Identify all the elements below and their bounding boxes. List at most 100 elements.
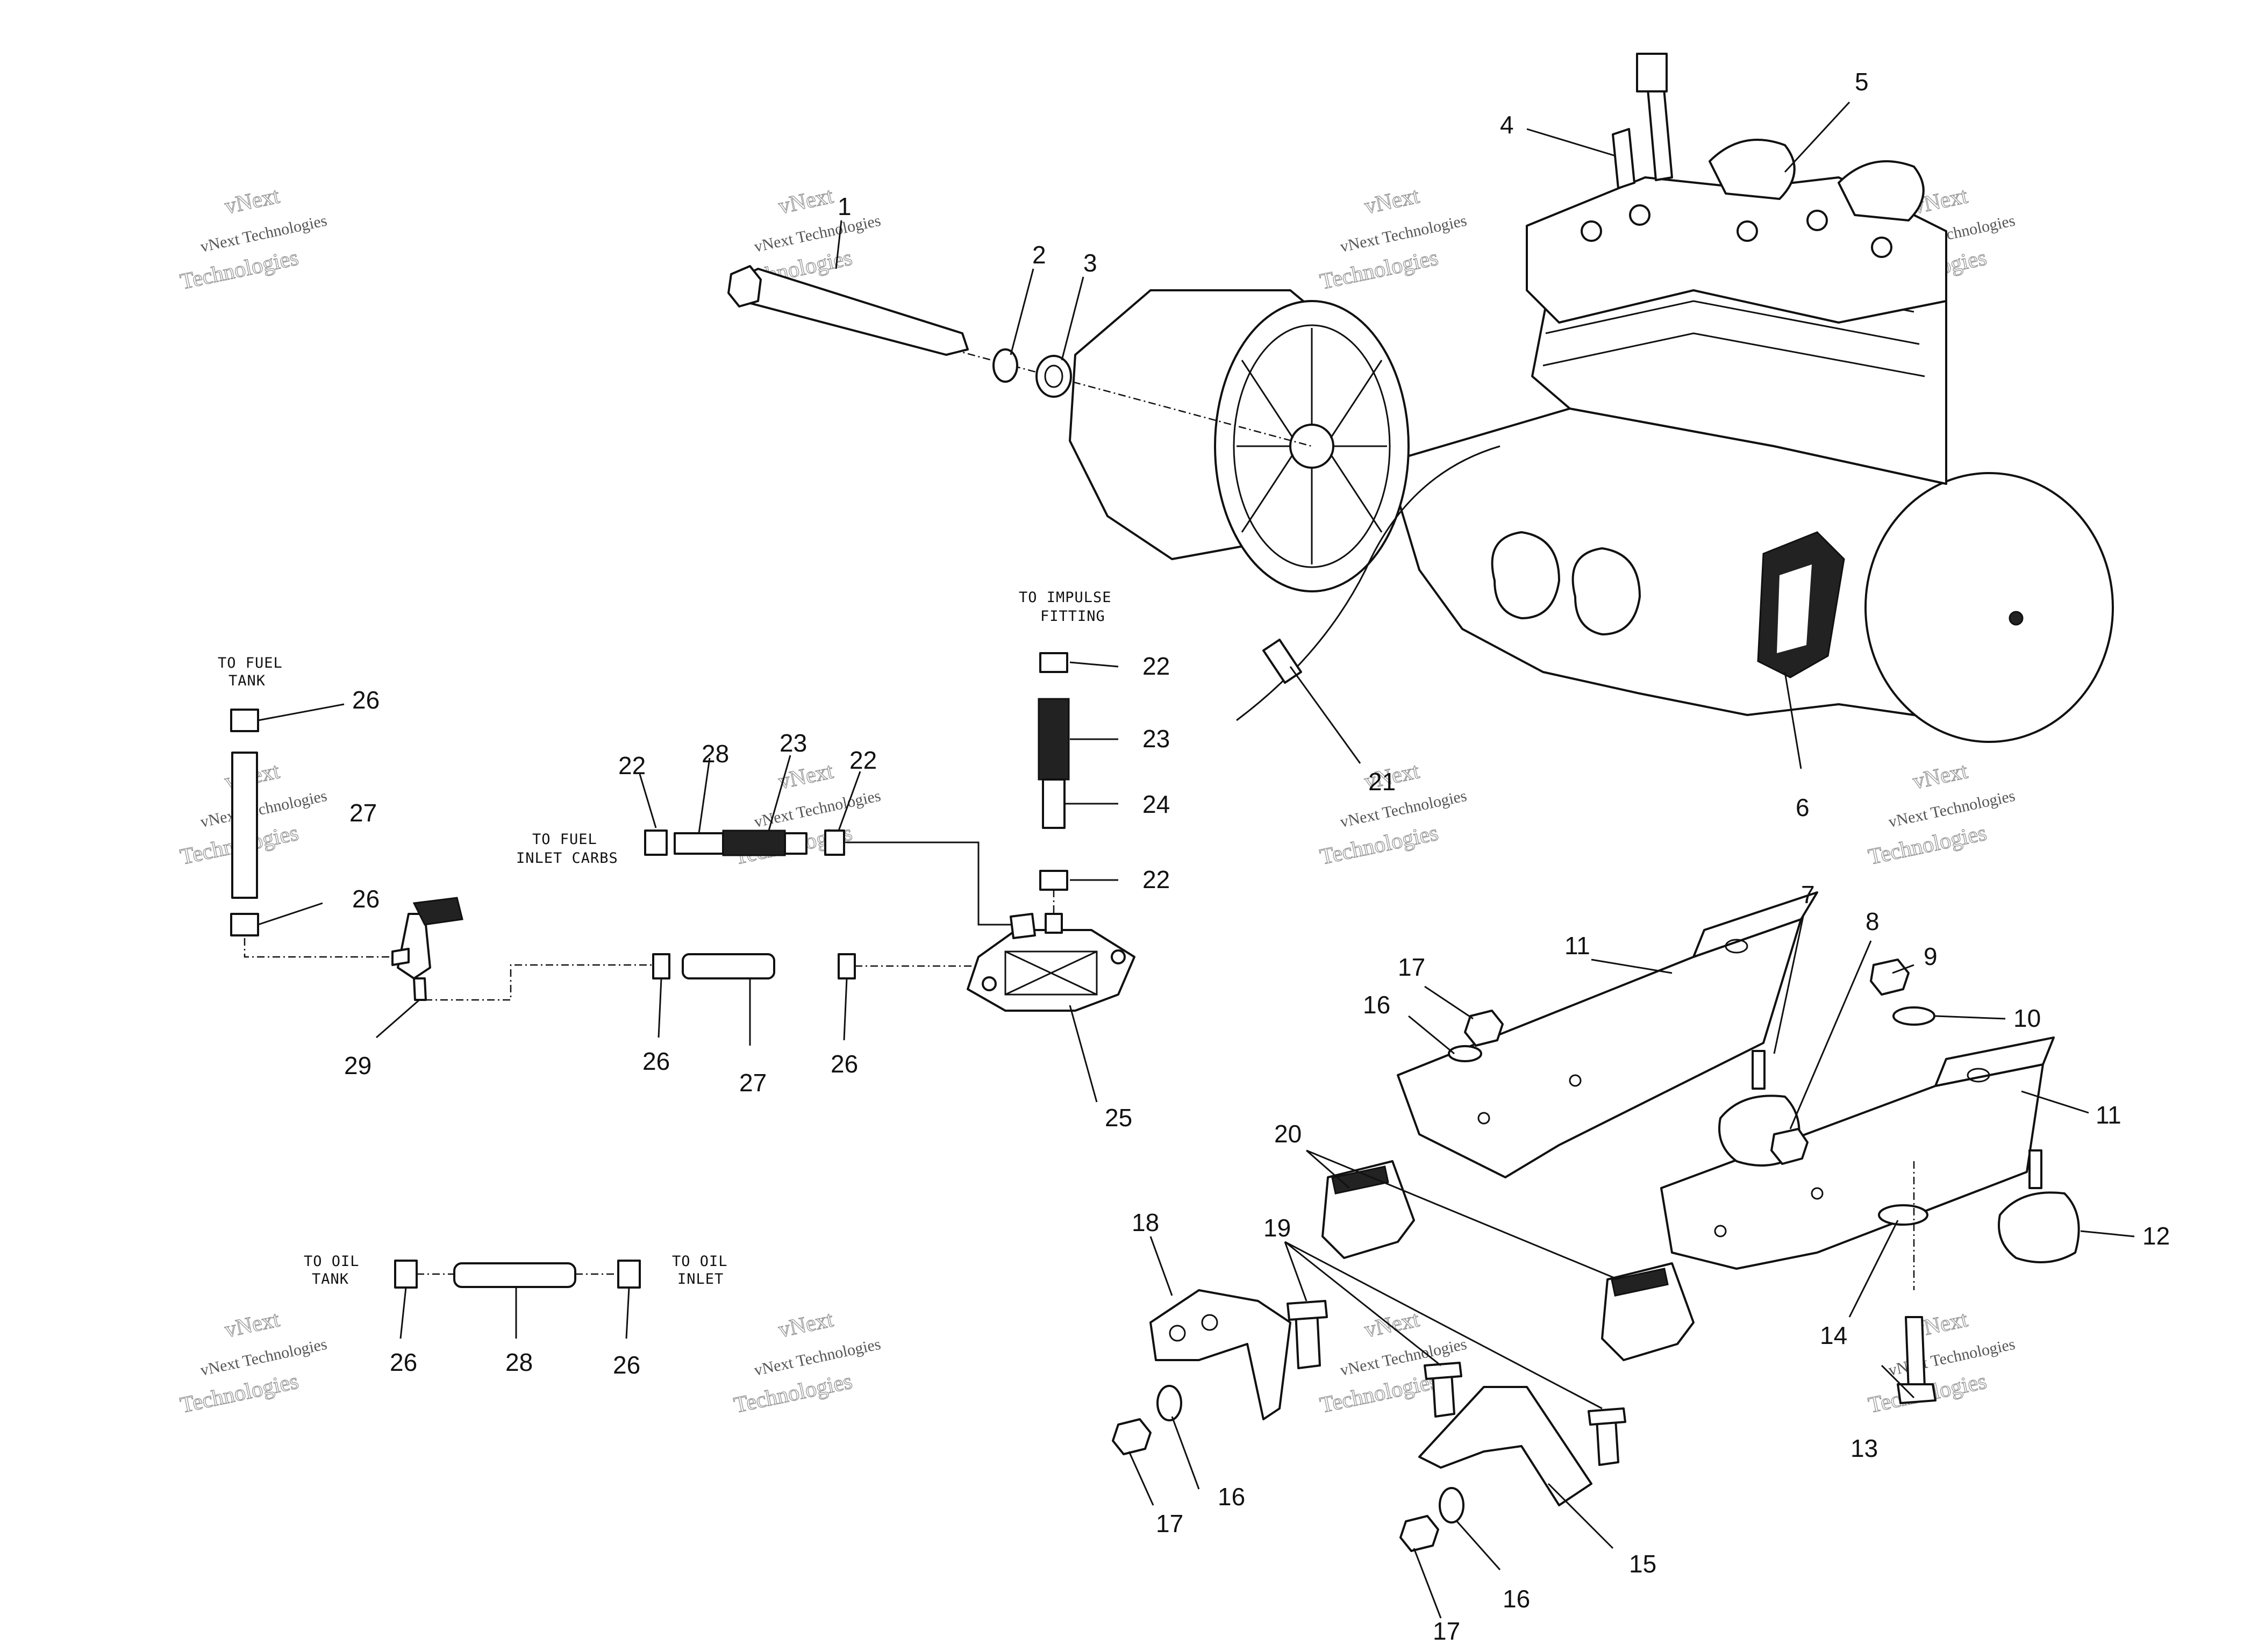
callout-26: 26	[613, 1351, 640, 1379]
flange-bolt-head	[1424, 1362, 1462, 1380]
watermark-line2: vNext Technologies	[199, 787, 328, 831]
callout-5: 5	[1855, 68, 1869, 96]
flange-bolt	[1432, 1372, 1455, 1418]
callout-27: 27	[739, 1069, 767, 1097]
callout-26: 26	[390, 1348, 417, 1376]
callout-28: 28	[505, 1348, 533, 1376]
leader-line	[768, 755, 791, 831]
leader-line	[1306, 1149, 1619, 1281]
engine-mount-group	[1112, 891, 2080, 1552]
leader-line	[376, 999, 420, 1039]
callout-16: 16	[1503, 1585, 1530, 1613]
label-to-oil-tank-1: TO OIL	[304, 1253, 360, 1270]
callout-12: 12	[2142, 1222, 2170, 1250]
flange-bolt	[1295, 1311, 1321, 1369]
callout-11: 11	[1564, 932, 1590, 960]
magneto-bolt	[2009, 611, 2024, 626]
mount-bracket-lower	[1660, 1063, 2044, 1270]
intake-boot	[1571, 547, 1641, 635]
exhaust-valve-dome	[1709, 139, 1796, 200]
leader-line	[2080, 1230, 2135, 1238]
head-bolt	[1581, 220, 1602, 242]
callout-13: 13	[1850, 1434, 1878, 1462]
watermark-line1: vNext	[223, 1307, 282, 1342]
watermark: vNext vNext Technologies Technologies	[732, 1306, 883, 1418]
label-to-fuel-inlet-carbs-2: INLET CARBS	[516, 850, 618, 867]
fuel-hose-vertical	[231, 752, 258, 899]
callout-2: 2	[1032, 241, 1046, 269]
watermark-line1: vNext	[223, 183, 282, 219]
clutch-washer	[992, 348, 1018, 383]
fuel-fitting-barb	[413, 977, 427, 1001]
fuel-tank-line-group	[230, 709, 656, 1001]
leader-line	[1289, 666, 1361, 764]
spark-plug	[1612, 128, 1635, 189]
oil-line-group	[394, 1260, 641, 1289]
watermark-line3: Technologies	[732, 1369, 854, 1418]
hex-nut	[1399, 1515, 1439, 1552]
fuel-fitting-side	[391, 948, 410, 966]
clutch-hub	[1289, 424, 1334, 469]
watermark-line2: vNext Technologies	[1887, 787, 2017, 831]
hex-nut	[1770, 1128, 1809, 1165]
watermark-line2: vNext Technologies	[1339, 212, 1468, 256]
fuel-pump-bolt	[982, 976, 997, 991]
intake-boot	[1491, 531, 1560, 619]
leader-line	[1413, 1548, 1442, 1619]
label-to-impulse-1: TO IMPULSE	[1019, 589, 1112, 606]
hose-clamp	[394, 1260, 418, 1289]
leader-line	[698, 757, 711, 834]
callout-16: 16	[1218, 1483, 1245, 1511]
flat-washer	[1439, 1487, 1464, 1524]
bracket-hole	[1967, 1068, 1990, 1083]
isolator-stud	[1752, 1050, 1766, 1090]
callout-27: 27	[349, 799, 377, 827]
hex-nut	[1112, 1418, 1152, 1455]
leader-line	[1061, 276, 1084, 361]
fuel-line-path	[847, 841, 1016, 926]
front-mount-bracket	[1149, 1289, 1291, 1420]
callout-4: 4	[1500, 111, 1514, 139]
fuel-fitting-knob	[412, 897, 463, 926]
hose-clamp	[644, 829, 668, 856]
fuel-line-path	[425, 964, 656, 1001]
hose-clamp	[230, 913, 259, 936]
watermark: vNext vNext Technologies Technologies	[1866, 758, 2017, 870]
label-to-fuel-tank-1: TO FUEL	[218, 655, 283, 671]
mount-bracket-lower-flange	[1934, 1036, 2055, 1087]
label-to-oil-inlet-1: TO OIL	[672, 1253, 728, 1270]
bracket-hole	[1477, 1112, 1490, 1125]
watermark-line1: vNext	[776, 759, 835, 794]
callout-22: 22	[849, 746, 877, 774]
hose-clamp	[1039, 870, 1068, 891]
leader-line	[1069, 661, 1119, 668]
watermark-line3: Technologies	[1318, 245, 1440, 294]
watermark-line3: Technologies	[1866, 820, 1989, 869]
head-bolt	[1737, 220, 1758, 242]
callout-9: 9	[1924, 942, 1938, 970]
mount-bracket-upper-flange	[1692, 891, 1818, 958]
callout-15: 15	[1629, 1550, 1656, 1578]
callout-10: 10	[2013, 1004, 2041, 1032]
label-to-fuel-tank-2: TANK	[228, 673, 266, 689]
leader-line	[1069, 1005, 1098, 1103]
impulse-hose-sleeve	[1038, 698, 1070, 781]
watermark-line2: vNext Technologies	[199, 1335, 328, 1379]
fuel-hose-short	[674, 832, 724, 855]
oil-hose	[453, 1262, 576, 1288]
watermark-line2: vNext Technologies	[753, 1335, 882, 1379]
hose-clamp	[1039, 652, 1068, 673]
leader-line	[1848, 1220, 1899, 1318]
callout-19: 19	[1263, 1214, 1291, 1242]
leader-line	[1547, 1483, 1614, 1549]
callout-14: 14	[1820, 1321, 1847, 1349]
callout-23: 23	[1142, 725, 1170, 753]
leader-line	[1784, 671, 1802, 769]
watermark: vNext vNext Technologies Technologies	[1318, 183, 1469, 295]
callout-26: 26	[831, 1050, 858, 1078]
leader-line	[1424, 985, 1474, 1020]
hose-clamp	[617, 1260, 641, 1289]
callout-25: 25	[1105, 1104, 1132, 1132]
callout-23: 23	[780, 729, 807, 757]
